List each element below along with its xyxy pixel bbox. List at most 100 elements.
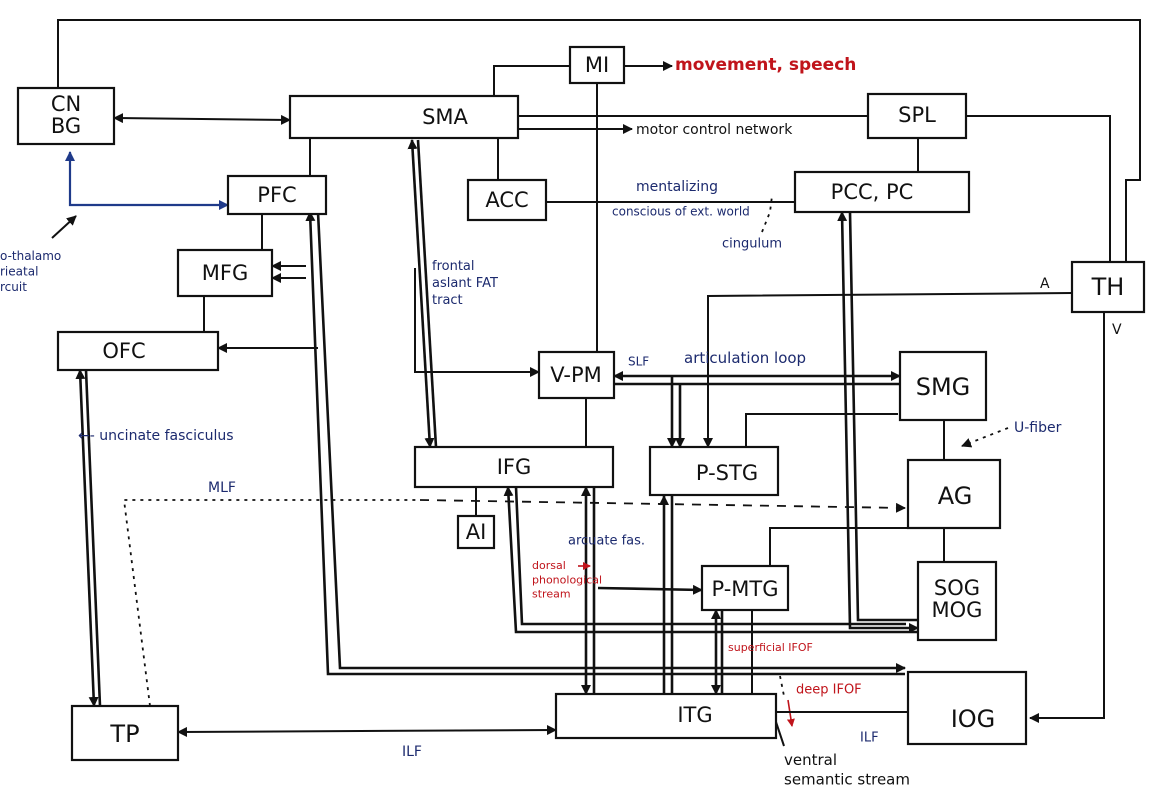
mfg-box <box>176 248 274 298</box>
ilf-tract <box>177 725 557 737</box>
th-v-link <box>1029 312 1105 723</box>
thalamo-parietal-label-line: o-thalamo <box>0 249 61 263</box>
sog-mog-label-line: SOG <box>934 576 980 600</box>
ofc-box <box>56 330 220 372</box>
fat-label-line: aslant FAT <box>432 275 498 290</box>
p-mtg-label: P-MTG <box>712 577 779 601</box>
pcc-pc-box <box>793 170 971 214</box>
iog-label: IOG <box>951 705 996 733</box>
ai-label: AI <box>466 520 487 544</box>
cingulum-label: cingulum <box>722 237 782 252</box>
ai-box <box>456 514 496 550</box>
acc-box <box>466 178 548 222</box>
fat-tract-a <box>407 139 435 448</box>
articulation-loop-label: articulation loop <box>684 349 806 367</box>
cnbg-th-outer-loop <box>57 19 1141 262</box>
mentalizing-label: mentalizing <box>636 179 718 195</box>
cnbg-sma-link <box>113 113 291 125</box>
arcuate-tract-a <box>503 486 918 634</box>
smg-label: SMG <box>916 373 971 401</box>
arcuate-label: arcuate fas. <box>568 534 645 549</box>
uncinate-tract-b <box>84 369 102 707</box>
sog-mog-box <box>916 560 998 642</box>
cingulum-dotted <box>761 195 773 233</box>
v-pm-label: V-PM <box>550 363 602 387</box>
u-fiber-dotted <box>961 427 1009 448</box>
acc-label: ACC <box>485 188 528 212</box>
ag-label: AG <box>938 482 973 510</box>
mlf-dashed <box>419 499 906 513</box>
mlf-label: MLF <box>208 480 236 496</box>
sma-box <box>288 94 520 140</box>
ag-box <box>906 458 1002 530</box>
mfg-label: MFG <box>202 261 248 285</box>
pcc-sog-link-b <box>848 211 918 622</box>
mi-sma-link <box>493 65 570 96</box>
pfc-label: PFC <box>257 183 296 207</box>
pcc-pc-label: PCC, PC <box>831 180 914 204</box>
cnbg-pfc-link <box>65 151 229 210</box>
itg-box <box>554 692 778 740</box>
movement-speech-label: movement, speech <box>675 55 856 75</box>
ifg-label: IFG <box>497 455 532 479</box>
dorsal-stream-label-line: stream <box>532 588 571 601</box>
mi-box <box>568 45 626 85</box>
deep-ifof-label: deep IFOF <box>796 683 862 698</box>
itg-label: ITG <box>677 703 712 727</box>
mi-label: MI <box>585 53 609 77</box>
thalamo-arrow <box>51 215 77 239</box>
dorsal-stream-arrow <box>597 584 703 595</box>
fat-tract-b <box>416 139 438 448</box>
stg-smg-link <box>745 413 898 447</box>
ventral-stream-pointer <box>775 721 785 747</box>
cn-bg-box <box>16 86 116 146</box>
v-pm-box <box>537 350 616 400</box>
spl-label: SPL <box>898 103 936 127</box>
thalamo-parietal-label-line: rcuit <box>0 280 27 294</box>
motor-control-network-label: motor control network <box>636 122 793 138</box>
conscious-ext-world-label: conscious of ext. world <box>612 205 750 219</box>
p-stg-box <box>648 445 780 497</box>
nodes <box>16 45 1146 762</box>
sma-label: SMA <box>422 105 468 129</box>
sma-vpm-link <box>414 268 540 377</box>
thalamo-parietal-label-line: rieatal <box>0 264 38 278</box>
smg-box <box>898 350 988 422</box>
th-label: TH <box>1091 273 1125 301</box>
pfc-down-a <box>305 211 905 676</box>
spl-box <box>866 92 968 140</box>
cn-bg-label-line: CN <box>51 92 81 116</box>
ofc-label: OFC <box>102 339 145 363</box>
ventral-stream-label-line: ventral <box>784 751 837 769</box>
superficial-ifof-label: superficial IFOF <box>728 641 813 654</box>
th-a-link <box>703 292 1073 448</box>
connections <box>51 19 1141 747</box>
ilf-bottom-label: ILF <box>402 744 422 760</box>
dorsal-stream-label-line: dorsal <box>532 559 566 572</box>
v-label: V <box>1112 322 1122 338</box>
a-label: A <box>1040 276 1050 292</box>
dorsal-stream-label-line: phonological <box>532 573 602 586</box>
pfc-down-b <box>316 211 906 673</box>
u-fiber-label: U-fiber <box>1014 420 1062 436</box>
tp-box <box>70 704 180 762</box>
uncinate-label: ←- uncinate fasciculus <box>78 428 234 444</box>
th-box <box>1070 260 1146 314</box>
fat-label-line: tract <box>432 292 463 307</box>
spl-th-link <box>966 115 1111 262</box>
sog-mog-label-line: MOG <box>932 598 983 622</box>
ifg-box <box>413 445 615 489</box>
p-mtg-box <box>700 564 790 612</box>
pfc-box <box>226 174 328 216</box>
p-stg-label: P-STG <box>696 461 758 485</box>
ilf-right-label: ILF <box>860 731 879 746</box>
slf-label: SLF <box>628 355 649 369</box>
articulation-word: articulation loop <box>684 349 806 367</box>
